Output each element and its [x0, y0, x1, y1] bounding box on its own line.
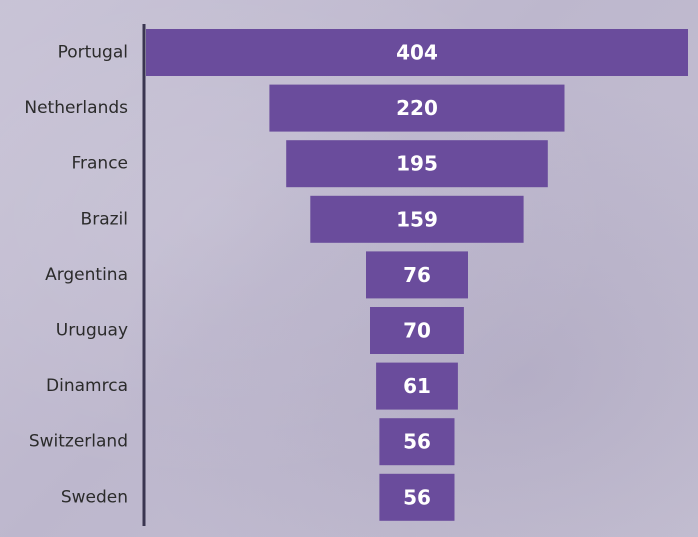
- data-label-sweden: 56: [403, 485, 431, 509]
- data-label-france: 195: [396, 152, 438, 176]
- bar-netherlands: [269, 84, 565, 132]
- data-label-switzerland: 56: [403, 430, 431, 454]
- bar-sweden: [379, 473, 455, 521]
- bar-uruguay: [370, 307, 464, 354]
- bar-argentina: [366, 251, 468, 299]
- bar-brazil: [310, 195, 524, 243]
- category-label-brazil: Brazil: [81, 209, 128, 229]
- data-label-dinamrca: 61: [403, 374, 431, 398]
- data-label-argentina: 76: [403, 263, 431, 287]
- data-label-netherlands: 220: [396, 96, 438, 120]
- category-label-portugal: Portugal: [58, 43, 128, 63]
- data-label-brazil: 159: [396, 207, 438, 231]
- bars-group: 404 220 195 159 76 70 61 56 56: [146, 29, 688, 521]
- category-labels-group: PortugalNetherlandsFranceBrazilArgentina…: [24, 43, 128, 508]
- data-label-uruguay: 70: [403, 319, 431, 343]
- bar-france: [286, 140, 548, 188]
- category-label-sweden: Sweden: [61, 487, 128, 507]
- category-label-argentina: Argentina: [45, 265, 128, 285]
- category-label-france: France: [71, 154, 128, 174]
- bar-switzerland: [379, 418, 455, 466]
- bar-dinamrca: [376, 362, 458, 410]
- category-label-switzerland: Switzerland: [29, 432, 128, 452]
- category-label-uruguay: Uruguay: [56, 321, 128, 341]
- data-label-portugal: 404: [396, 41, 438, 65]
- category-label-netherlands: Netherlands: [24, 98, 128, 118]
- category-label-dinamrca: Dinamrca: [46, 376, 128, 396]
- bar-portugal: [146, 29, 688, 76]
